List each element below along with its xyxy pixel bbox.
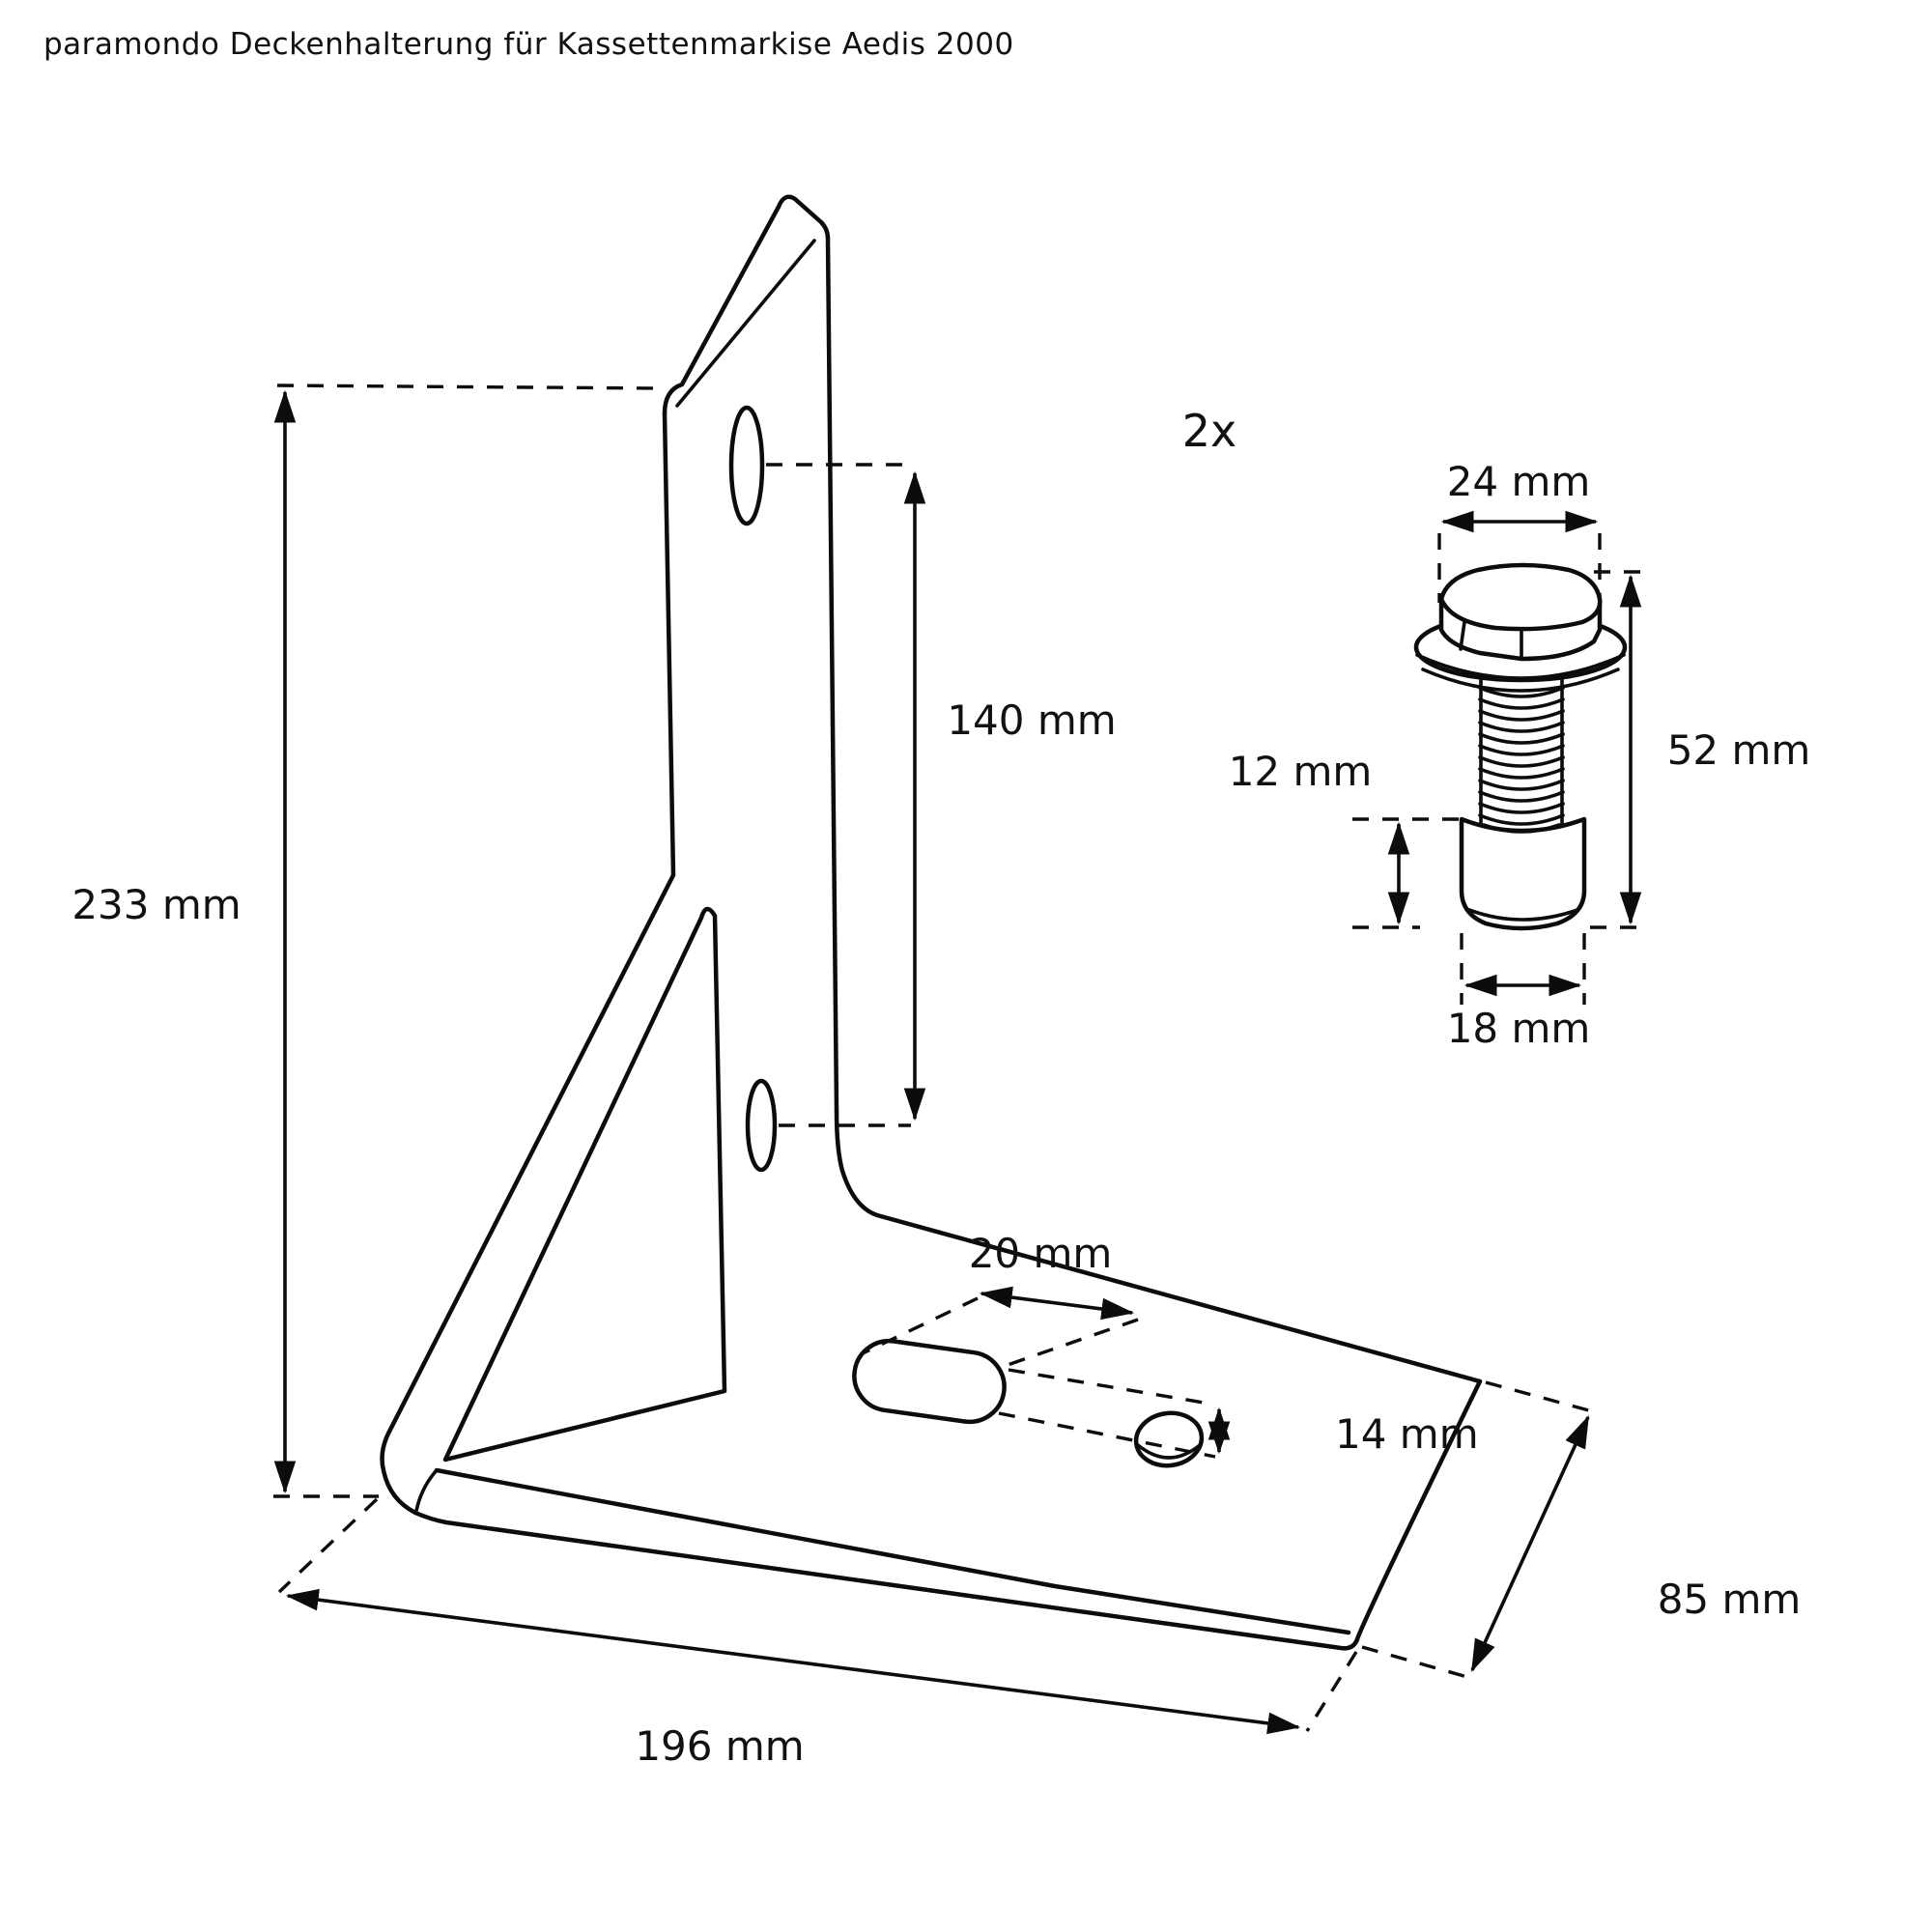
dim-line-196 xyxy=(285,1588,1301,1735)
ext-line-85-bottom xyxy=(1361,1645,1475,1681)
bracket-base-left-end-edge xyxy=(414,1468,439,1513)
base-round-hole xyxy=(1133,1410,1205,1468)
bracket-plate-left-edge xyxy=(662,411,676,878)
dim-label-196: 196 mm xyxy=(635,1722,804,1770)
dim-label-233: 233 mm xyxy=(71,881,241,928)
dim-label-140: 140 mm xyxy=(947,696,1116,744)
dim-line-85 xyxy=(1470,1414,1590,1673)
bracket-base-top-front-edge xyxy=(434,1467,1351,1635)
dim-line-20 xyxy=(979,1286,1135,1321)
bolt-spring-washer-rim xyxy=(1421,668,1620,693)
bracket-gusset-outer-edge xyxy=(380,872,676,1516)
dim-label-20: 20 mm xyxy=(969,1230,1113,1277)
bracket-plate-top-edge-inner xyxy=(675,239,816,408)
bracket-base-back-edge xyxy=(834,1108,1483,1384)
dim-label-18: 18 mm xyxy=(1447,1005,1591,1052)
bracket-plate-outline xyxy=(662,194,839,1114)
bolt-threads xyxy=(1478,686,1565,826)
bolt-hex-head-facet-edge xyxy=(1459,620,1523,661)
bolt-hex-head-top xyxy=(1438,562,1603,632)
dim-label-24: 24 mm xyxy=(1447,458,1591,505)
bracket-base-right-end-edge xyxy=(1354,1378,1483,1642)
base-round-hole-inner-lip xyxy=(1136,1443,1202,1460)
bracket-base-bottom-edge xyxy=(412,1510,1360,1651)
ext-line-20-right xyxy=(1007,1318,1139,1367)
base-slot-hole xyxy=(852,1338,1007,1425)
bracket-dimensions: 233 mm 140 mm 20 mm 14 mm 196 mm xyxy=(71,384,1802,1770)
bolt-quantity-label: 2x xyxy=(1182,405,1237,457)
plate-upper-slot-hole xyxy=(728,405,765,526)
dim-label-52: 52 mm xyxy=(1667,726,1811,774)
dim-label-12: 12 mm xyxy=(1229,748,1373,795)
bolt-shank-edges xyxy=(1479,678,1564,827)
plate-lower-slot-hole xyxy=(745,1078,778,1173)
bolt-nut-top-hole-rim xyxy=(1482,823,1561,834)
ext-line-14-bottom xyxy=(998,1411,1216,1459)
dim-label-85: 85 mm xyxy=(1658,1576,1802,1623)
bolt-nut-bottom-chamfer xyxy=(1467,908,1579,922)
ext-line-20-left xyxy=(862,1296,979,1355)
ext-line-85-top xyxy=(1485,1380,1597,1414)
bracket-gusset-cutout xyxy=(442,906,727,1463)
ext-line-14-top xyxy=(1008,1368,1216,1406)
ext-line-196-left xyxy=(277,1497,379,1594)
dim-label-14: 14 mm xyxy=(1335,1410,1479,1458)
page-title: paramondo Deckenhalterung für Kassettenm… xyxy=(43,27,1014,62)
bolt-drawing: 2x 24 mm 52 mm xyxy=(1182,405,1811,1052)
bracket-drawing xyxy=(380,194,1483,1651)
ext-line-233-top xyxy=(276,384,662,390)
bolt-washer-rim xyxy=(1415,653,1626,680)
ext-line-196-right xyxy=(1305,1651,1358,1732)
